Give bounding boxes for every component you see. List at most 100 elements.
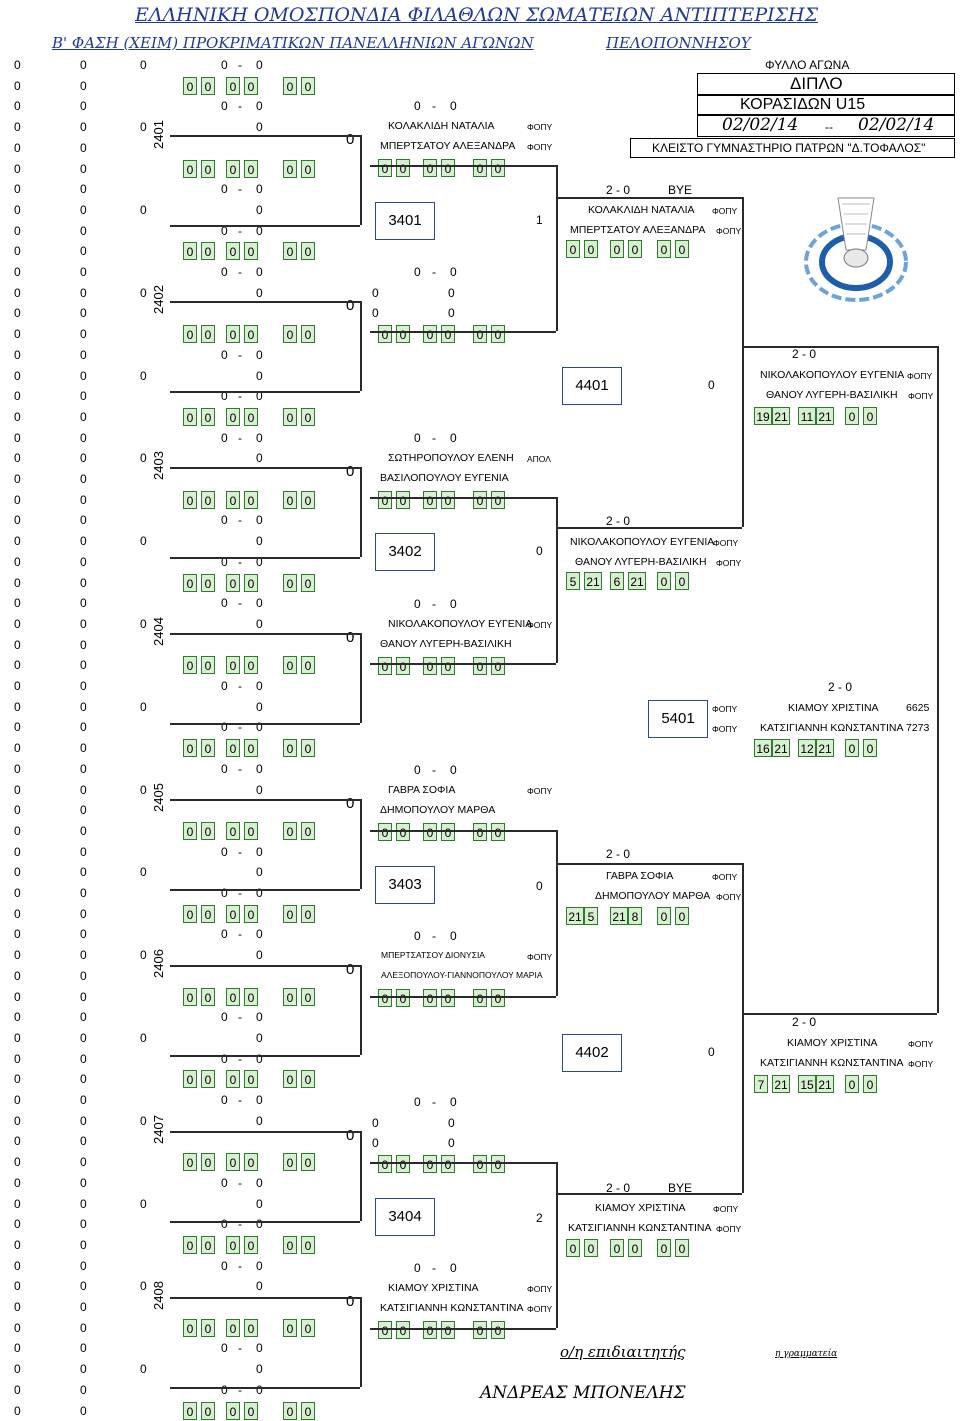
grid-zero: 0 (80, 1072, 87, 1086)
bracket-line (170, 1221, 360, 1223)
grid-zero: 0 (14, 451, 21, 465)
bracket-line (370, 1162, 556, 1164)
game-box: 0 (473, 159, 487, 177)
grid-zero: 0 (80, 927, 87, 941)
grid-zero: 0 (14, 1321, 21, 1335)
r1-score-left: 0 (414, 763, 421, 777)
game-box: 0 (423, 491, 437, 509)
r1-score-right: 0 (450, 265, 457, 279)
r1-player1: ΣΩΤΗΡΟΠΟΥΛΟΥ ΕΛΕΝΗ (388, 452, 514, 464)
game-box: 0 (183, 739, 197, 757)
r1-seed: 0 (346, 629, 355, 646)
r1-club1: ΦΟΠΥ (527, 952, 553, 962)
grid-zero: 0 (80, 1052, 87, 1066)
grid-zero: 0 (80, 244, 87, 258)
grid-zero: 0 (14, 162, 21, 176)
bracket-line (170, 633, 360, 635)
grid-zero: 0 (221, 224, 228, 238)
grid-dash: - (238, 679, 242, 693)
grid-zero: 0 (14, 493, 21, 507)
game-box: 0 (301, 574, 315, 592)
r1-player1: ΝΙΚΟΛΑΚΟΠΟΥΛΟΥ ΕΥΓΕΝΙΑ (388, 618, 533, 630)
game-box: 0 (283, 325, 297, 343)
game-box: 0 (301, 491, 315, 509)
grid-zero: 0 (14, 1279, 21, 1293)
game-box: 0 (301, 1319, 315, 1337)
grid-zero: 0 (221, 1217, 228, 1231)
game-box: 0 (378, 657, 392, 675)
r2-3401-c2: ΦΟΠΥ (716, 226, 742, 236)
game-box: 0 (226, 905, 240, 923)
grid-zero: 0 (14, 1134, 21, 1148)
game-score-box: 21 (566, 907, 584, 925)
game-box: 0 (301, 988, 315, 1006)
sf-4402-score: 2 - 0 (792, 1015, 817, 1029)
sf-4402-seed: 0 (708, 1045, 715, 1059)
game-box: 0 (378, 823, 392, 841)
grid-zero: 0 (256, 762, 263, 776)
r2-3401-p2: ΜΠΕΡΤΣΑΤΟΥ ΑΛΕΞΑΝΔΡΑ (570, 224, 706, 236)
venue-box (630, 138, 955, 158)
grid-zero: 0 (14, 265, 21, 279)
grid-zero: 0 (80, 141, 87, 155)
grid-zero: 0 (256, 99, 263, 113)
grid-zero: 0 (80, 79, 87, 93)
game-box: 0 (201, 77, 215, 95)
grid-dash: - (238, 1383, 242, 1397)
bracket-line (170, 723, 360, 725)
grid-zero: 0 (80, 369, 87, 383)
federation-logo (800, 180, 912, 312)
grid-zero: 0 (256, 1114, 263, 1128)
match-4402: 4402 (562, 1034, 622, 1072)
r2-3403-c2: ΦΟΠΥ (716, 892, 742, 902)
game-box: 0 (244, 77, 258, 95)
grid-zero: 0 (80, 969, 87, 983)
game-box: 0 (244, 656, 258, 674)
r2-3403-c1: ΦΟΠΥ (712, 872, 738, 882)
grid-zero: 0 (256, 224, 263, 238)
r1-empty2: 0 (448, 286, 455, 300)
bracket-line (360, 301, 362, 391)
grid-zero: 0 (80, 762, 87, 776)
grid-zero: 0 (221, 58, 228, 72)
r1-score-dash: - (432, 1095, 436, 1109)
game-box: 0 (491, 325, 505, 343)
grid-zero: 0 (256, 1176, 263, 1190)
game-box: 0 (423, 325, 437, 343)
r2-3401-score: 2 - 0 (606, 183, 631, 197)
game-box: 0 (301, 1236, 315, 1254)
grid-zero: 0 (80, 286, 87, 300)
grid-dash: - (238, 182, 242, 196)
game-box: 0 (301, 822, 315, 840)
game-score-box: 0 (845, 739, 859, 757)
bracket-line (937, 346, 939, 1013)
r1-score-left: 0 (414, 1095, 421, 1109)
grid-zero: 0 (14, 845, 21, 859)
r2-3404-p2: ΚΑΤΣΙΓΙΑΝΝΗ ΚΩΝΣΤΑΝΤΙΝΑ (568, 1222, 712, 1234)
r1-score-right: 0 (450, 431, 457, 445)
r1-score-right: 0 (450, 763, 457, 777)
grid-zero: 0 (256, 120, 263, 134)
grid-zero: 0 (221, 1052, 228, 1066)
grid-zero: 0 (256, 513, 263, 527)
game-box: 0 (283, 160, 297, 178)
grid-zero: 0 (14, 1052, 21, 1066)
game-box: 0 (226, 242, 240, 260)
event-box (697, 73, 955, 95)
sf-4401-c2: ΦΟΠΥ (908, 391, 934, 401)
grid-dash: - (238, 1052, 242, 1066)
grid-zero: 0 (14, 948, 21, 962)
referee-signature: ΑΝΔΡΕΑΣ ΜΠΟΝΕΛΗΣ (480, 1383, 686, 1403)
bracket-line (170, 1297, 360, 1299)
game-box: 0 (491, 657, 505, 675)
match-3401: 3401 (375, 202, 435, 240)
grid-zero: 0 (140, 58, 147, 72)
grid-zero: 0 (14, 886, 21, 900)
grid-zero: 0 (80, 431, 87, 445)
sf-4401-c1: ΦΟΠΥ (907, 371, 933, 381)
game-box: 0 (226, 408, 240, 426)
grid-zero: 0 (140, 203, 147, 217)
game-box: 0 (396, 159, 410, 177)
grid-zero: 0 (80, 472, 87, 486)
game-box: 0 (441, 823, 455, 841)
